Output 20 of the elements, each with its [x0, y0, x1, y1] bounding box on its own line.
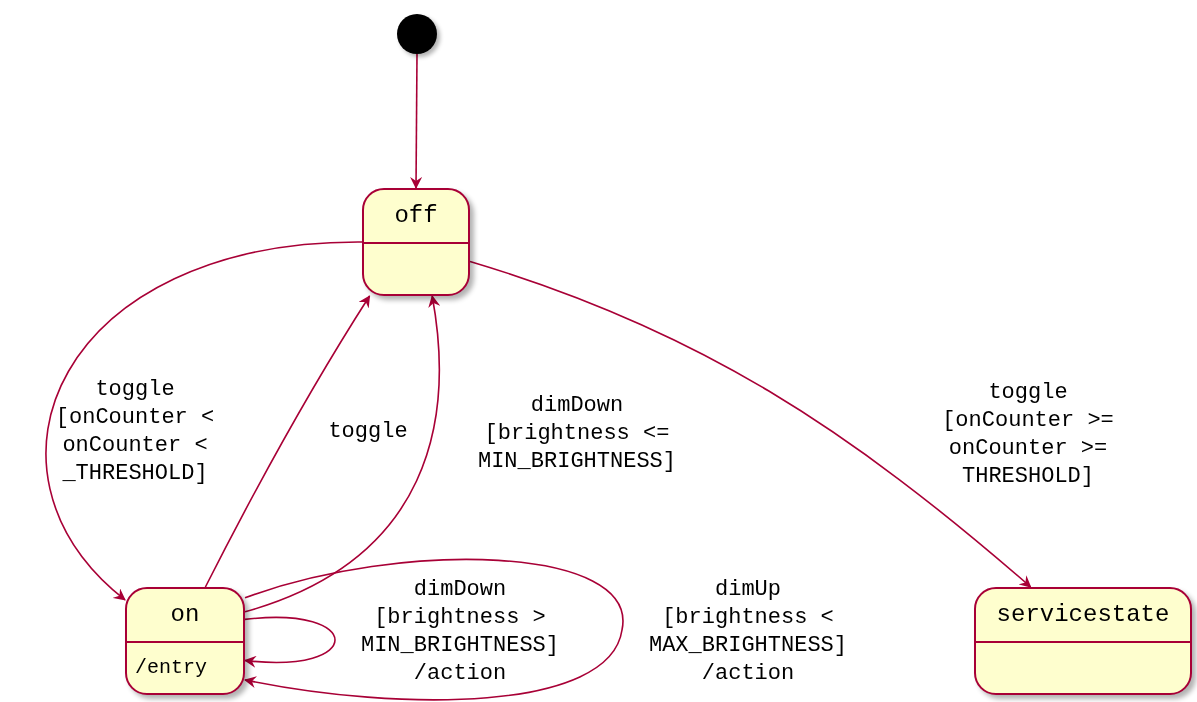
edge-label: toggle: [328, 418, 408, 446]
state-box: [362, 188, 470, 296]
edge-label: toggle [onCounter >= onCounter >= THRESHOLD]: [941, 379, 1115, 491]
transition-arrow: [244, 295, 440, 613]
transition-arrow: [244, 616, 336, 668]
state-box: [974, 587, 1192, 695]
edge-label: dimDown [brightness <= MIN_BRIGHTNESS]: [476, 392, 677, 476]
transition-arrow: [469, 260, 1032, 588]
transition-arrow: [244, 558, 623, 701]
edge-label: toggle [onCounter < onCounter < _THRESHOLD]: [54, 376, 216, 488]
transition-arrow: [45, 241, 363, 601]
state-name: off: [394, 204, 438, 228]
state-name: on: [170, 603, 200, 627]
transition-arrow: [410, 53, 423, 189]
state-name: servicestate: [996, 603, 1170, 627]
edge-label: dimDown [brightness > MIN_BRIGHTNESS] /action: [359, 576, 560, 688]
entry-action: /entry: [135, 658, 207, 678]
edge-label: dimUp [brightness < MAX_BRIGHTNESS] /action: [647, 576, 848, 688]
state-box: [125, 587, 245, 695]
transition-arrow: [204, 295, 371, 588]
